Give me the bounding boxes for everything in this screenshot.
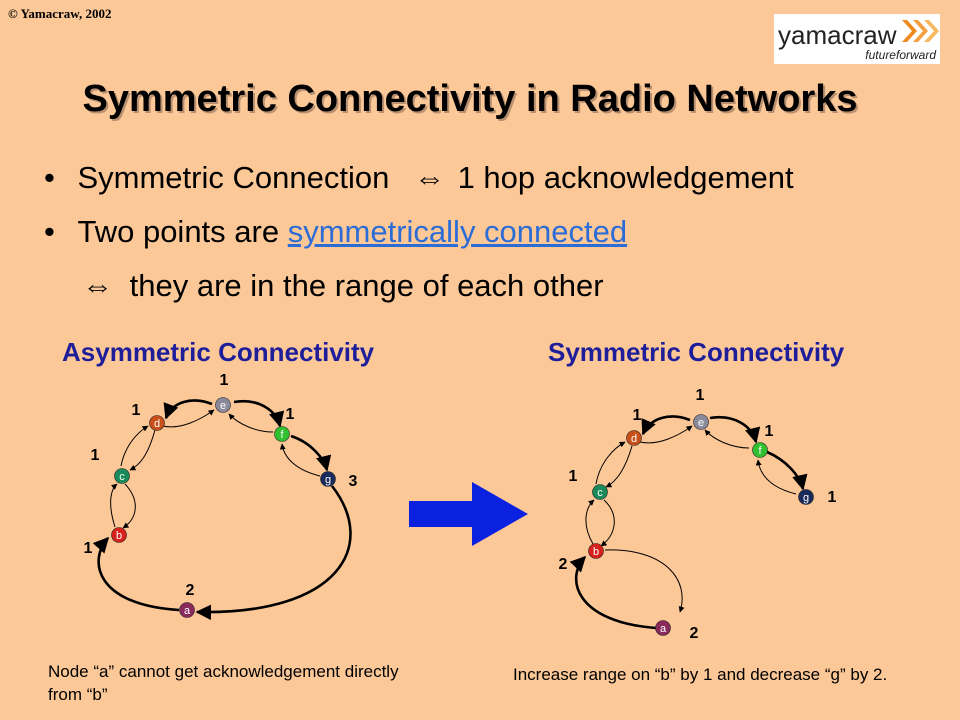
left-weight-b: 1	[84, 540, 93, 557]
right-node-label-d: d	[631, 433, 637, 445]
edge-f-g-right	[766, 450, 808, 491]
logo-chevrons-icon	[902, 20, 939, 42]
edge-e-f-right	[709, 415, 761, 444]
left-node-c	[114, 468, 130, 484]
bullet2-prefix: Two points are	[77, 214, 280, 249]
copyright-notice: © Yamacraw, 2002	[8, 6, 112, 21]
right-node-label-c: c	[597, 487, 603, 499]
edge-g-f-right	[755, 459, 797, 495]
right-node-g	[798, 489, 814, 505]
left-node-label-a: a	[184, 605, 191, 617]
bullet-dot: •	[44, 214, 55, 249]
title-shadow: Symmetric Connectivity in Radio Networks	[84, 80, 860, 122]
left-weight-e: 1	[220, 372, 229, 389]
bullet-two-points: • Two points are symmetrically connected	[44, 214, 627, 250]
edge-e-f	[233, 399, 285, 428]
edge-a-b-right	[569, 555, 657, 630]
edge-g-f	[279, 443, 321, 477]
bullet-dot: •	[44, 160, 55, 195]
edge-d-c	[129, 429, 156, 471]
bullet3-text: they are in the range of each other	[129, 268, 604, 303]
edge-c-b-right	[600, 499, 615, 547]
transition-arrow-icon	[409, 482, 528, 546]
edge-f-e-right	[704, 429, 750, 449]
edge-e-d	[163, 399, 213, 420]
right-node-label-f: f	[758, 445, 762, 457]
edge-e-d-right	[641, 415, 691, 436]
right-weight-g: 1	[828, 489, 837, 506]
left-node-label-e: e	[220, 400, 226, 412]
bullet-symmetric-connection: • Symmetric Connection ⇔ 1 hop acknowled…	[44, 160, 794, 196]
bullet1-suffix: 1 hop acknowledgement	[457, 160, 794, 195]
left-node-label-f: f	[280, 429, 284, 441]
left-node-e	[215, 397, 231, 413]
right-node-label-g: g	[803, 492, 809, 504]
edge-a-b	[92, 536, 180, 612]
right-node-e	[693, 414, 709, 430]
right-weight-f: 1	[765, 423, 774, 440]
edge-g-a	[195, 485, 352, 621]
left-caption: Node “a” cannot get acknowledgement dire…	[48, 662, 399, 704]
left-node-label-g: g	[325, 474, 331, 486]
bullet-range-line: ⇔ they are in the range of each other	[82, 268, 604, 304]
right-weight-a: 2	[690, 625, 699, 642]
right-weight-e: 1	[696, 387, 705, 404]
edge-c-b	[122, 483, 136, 529]
left-node-b	[111, 527, 127, 543]
left-graph-edges	[92, 399, 352, 621]
left-node-label-b: b	[116, 530, 122, 542]
edge-d-e	[162, 409, 215, 428]
edge-f-e	[228, 413, 274, 433]
edge-b-c-right	[585, 499, 595, 545]
left-node-d	[149, 415, 165, 431]
edge-f-g	[290, 434, 332, 472]
edge-c-d-right	[595, 441, 626, 485]
asymmetric-section-title: Asymmetric Connectivity	[62, 337, 375, 367]
left-node-g	[320, 471, 336, 487]
right-node-a	[655, 620, 671, 636]
left-node-a	[179, 602, 195, 618]
right-graph-nodes: a b c d e f g	[588, 414, 814, 636]
right-node-c	[592, 484, 608, 500]
left-weight-d: 1	[132, 402, 141, 419]
left-node-label-d: d	[154, 418, 160, 430]
edge-b-a-right	[604, 549, 685, 613]
logo-word: yamacraw	[778, 20, 897, 50]
right-graph-edges	[569, 415, 808, 630]
title-text: Symmetric Connectivity in Radio Networks	[82, 78, 858, 120]
left-graph-nodes: a b c d e f g	[111, 397, 336, 618]
left-node-f	[274, 426, 290, 442]
right-node-label-e: e	[698, 417, 704, 429]
edge-d-c-right	[605, 445, 633, 488]
right-node-label-a: a	[660, 623, 667, 635]
symmetrically-connected-link[interactable]: symmetrically connected	[287, 214, 628, 249]
bullet1-prefix: Symmetric Connection	[77, 160, 390, 195]
right-node-label-b: b	[593, 546, 599, 558]
yamacraw-logo: yamacraw futureforward	[774, 14, 940, 64]
left-weight-c: 1	[91, 447, 100, 464]
right-weight-c: 1	[569, 468, 578, 485]
right-graph-weights: 2 2 1 1 1 1 1	[559, 387, 837, 642]
iff-icon: ⇔	[82, 268, 113, 303]
right-caption: Increase range on “b” by 1 and decrease …	[513, 665, 888, 684]
edge-c-d	[120, 425, 149, 467]
right-node-b	[588, 543, 604, 559]
iff-icon: ⇔	[413, 160, 445, 195]
right-node-d	[626, 430, 642, 446]
left-weight-g: 3	[349, 473, 358, 490]
left-weight-a: 2	[186, 582, 195, 599]
right-weight-b: 2	[559, 556, 568, 573]
left-graph-weights: 2 1 1 1 1 1 3	[84, 372, 358, 599]
edge-b-c	[110, 483, 118, 528]
logo-tagline: futureforward	[865, 48, 936, 62]
right-weight-d: 1	[633, 407, 642, 424]
left-node-label-c: c	[119, 471, 125, 483]
edge-d-e-right	[639, 425, 693, 444]
left-weight-f: 1	[286, 406, 295, 423]
symmetric-section-title: Symmetric Connectivity	[548, 337, 845, 367]
right-node-f	[752, 442, 768, 458]
